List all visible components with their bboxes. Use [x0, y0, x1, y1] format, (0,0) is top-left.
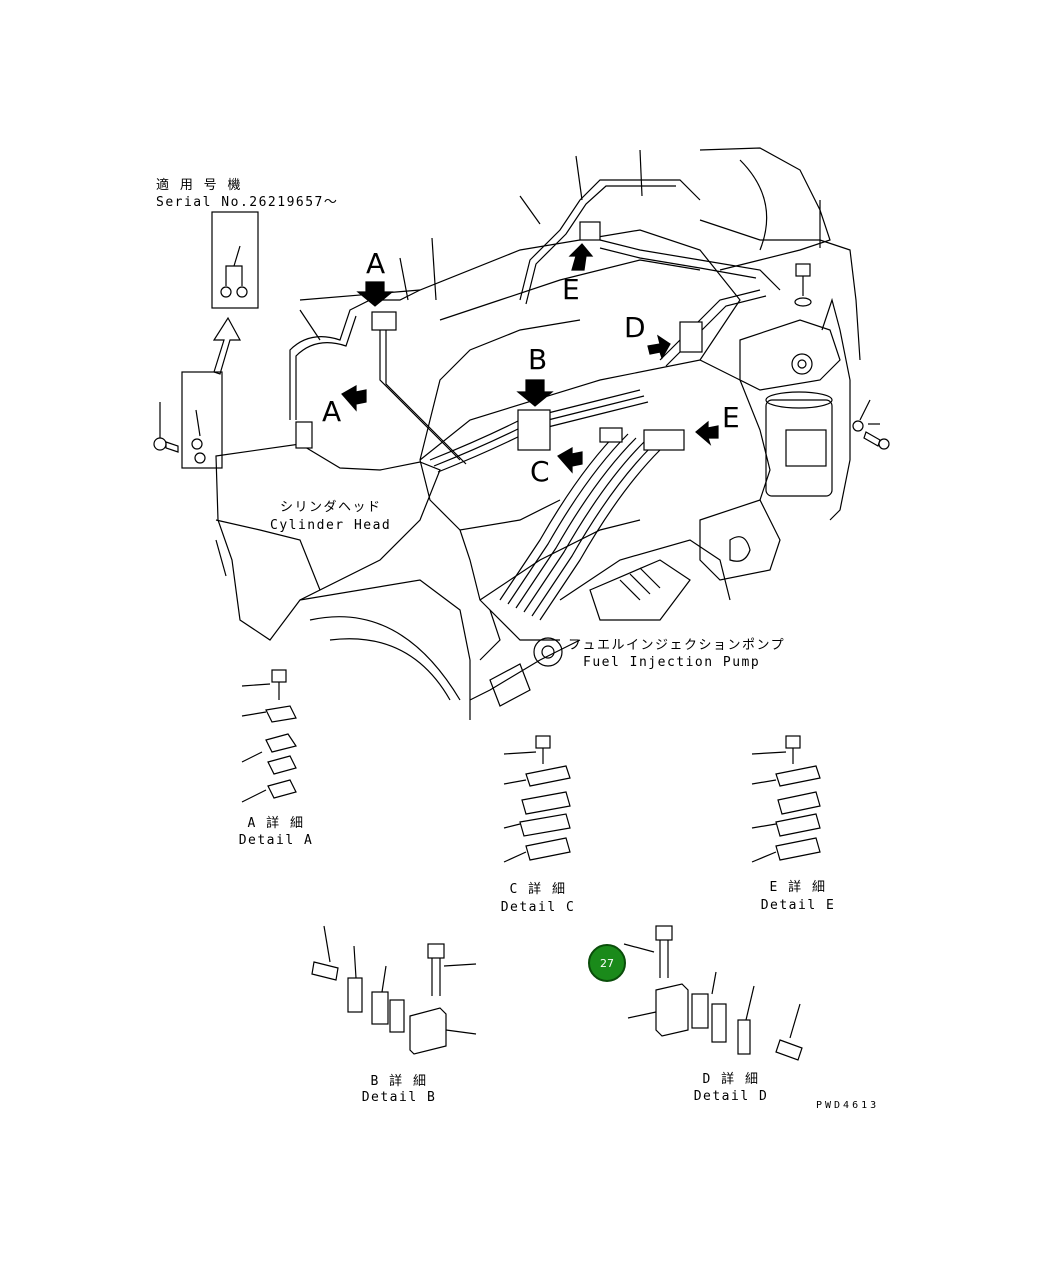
detail-b-label-jp: B 詳 細 [370, 1074, 428, 1089]
drawing-code: PWD4613 [816, 1100, 880, 1111]
detail-d-label-jp: D 詳 細 [702, 1072, 760, 1087]
serial-number-label: Serial No.26219657～ [156, 195, 339, 210]
marker-b: B [528, 343, 548, 376]
arrow-b-icon [516, 379, 554, 407]
detail-a-label: Detail A [238, 833, 314, 848]
marker-e-right: E [722, 401, 740, 434]
fitting-inset-box [181, 371, 223, 469]
arrow-a-side-icon [341, 384, 367, 412]
detail-e-label: Detail E [760, 898, 836, 913]
detail-e-label-jp: E 詳 細 [769, 880, 827, 895]
arrow-c-icon [557, 446, 583, 474]
detail-a-label-jp: A 詳 細 [247, 816, 305, 831]
detail-c-label-jp: C 詳 細 [509, 882, 567, 897]
arrow-e-top-icon [568, 243, 594, 271]
up-arrow-icon [212, 316, 242, 375]
marker-a-top: A [366, 247, 386, 280]
marker-c: C [530, 455, 550, 488]
cylinder-head-label: Cylinder Head [270, 518, 392, 533]
detail-b-label: Detail B [361, 1090, 437, 1105]
part-callout-badge[interactable]: 27 [588, 944, 626, 982]
marker-e-top: E [562, 273, 580, 306]
applicable-serial-label-jp: 適 用 号 機 [156, 178, 242, 193]
arrow-a-top-icon [356, 281, 394, 307]
fuel-injection-pump-label-jp: フュエルインジェクションポンプ [568, 638, 786, 653]
detail-c-label: Detail C [500, 900, 576, 915]
marker-a-side: A [322, 395, 342, 428]
arrow-d-icon [647, 334, 671, 360]
cylinder-head-label-jp: シリンダヘッド [280, 500, 382, 515]
fuel-injection-pump-label: Fuel Injection Pump [583, 655, 761, 670]
detail-d-label: Detail D [693, 1089, 769, 1104]
arrow-e-right-icon [695, 420, 719, 446]
marker-d: D [624, 311, 646, 344]
serial-inset-box [211, 211, 259, 309]
